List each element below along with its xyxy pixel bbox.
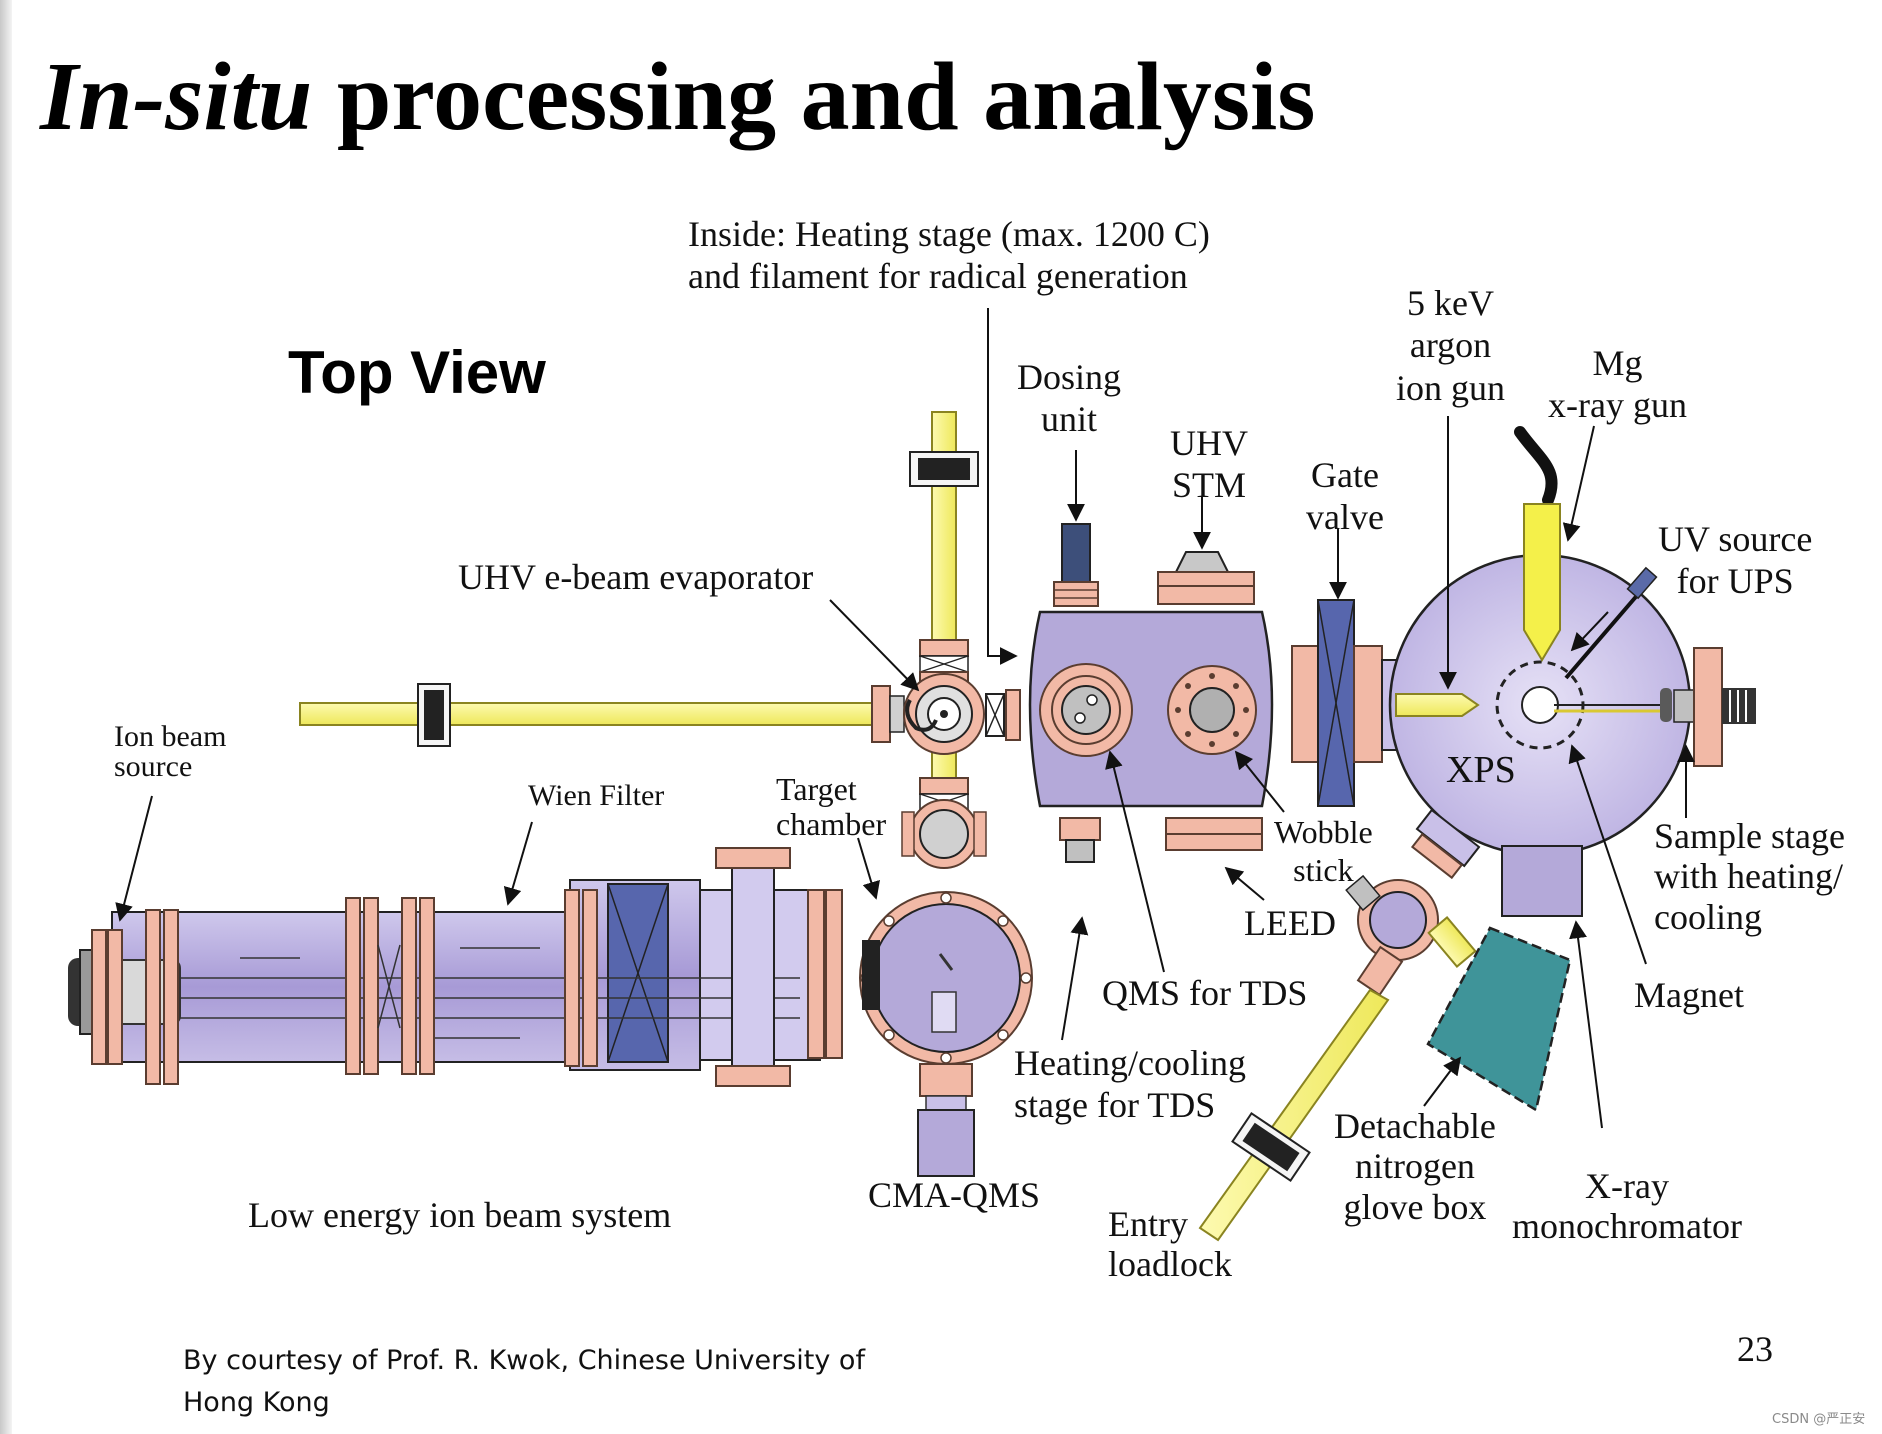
target-chamber	[859, 891, 1033, 1177]
label-inside: Inside: Heating stage (max. 1200 C) and …	[688, 214, 1210, 297]
label-argon-ion-gun: 5 keV argon ion gun	[1396, 283, 1506, 408]
arrow-glove	[1423, 1056, 1462, 1107]
label-heating-cooling: Heating/cooling stage for TDS	[1014, 1043, 1246, 1126]
label-wobble-stick: Wobble stick	[1274, 814, 1373, 888]
label-gate-valve: Gate valve	[1306, 455, 1384, 538]
label-glove-box: Detachable nitrogen glove box	[1334, 1106, 1496, 1227]
label-low-energy-ion-beam: Low energy ion beam system	[248, 1195, 672, 1235]
label-ebeam-evaporator: UHV e-beam evaporator	[458, 557, 814, 597]
arrow-leed	[1224, 866, 1265, 901]
loadlock-cross	[1198, 874, 1572, 1242]
slide-edge-shadow	[0, 0, 12, 1434]
title-italic: In-situ	[40, 43, 313, 151]
glove-box	[1426, 926, 1572, 1112]
label-ion-beam-source: Ion beam source	[114, 720, 227, 783]
label-magnet: Magnet	[1634, 975, 1744, 1015]
label-leed: LEED	[1244, 903, 1336, 943]
wobble-stick-port	[1167, 665, 1257, 755]
uhv-stm	[1157, 551, 1255, 605]
beam-lines	[180, 947, 800, 1039]
ebeam-evaporator	[903, 673, 1021, 755]
cross-piece	[715, 847, 791, 1087]
arrow-target	[857, 837, 880, 900]
slide-title: In-situ processing and analysis	[40, 48, 1315, 146]
label-qms-tds: QMS for TDS	[1102, 973, 1308, 1013]
ion-beam-valve-x	[377, 944, 401, 1029]
gate-valve	[1291, 599, 1383, 807]
main-chamber	[1028, 523, 1274, 863]
arrow-uv	[1570, 611, 1609, 652]
callout-arrows	[115, 308, 1695, 1129]
ion-beam-tube	[111, 911, 573, 1063]
label-target-chamber: Target chamber	[776, 771, 887, 842]
heating-cooling-port	[1059, 817, 1101, 863]
courtesy-credit: By courtesy of Prof. R. Kwok, Chinese Un…	[183, 1345, 865, 1418]
arrow-heating	[1061, 916, 1089, 1041]
title-rest: processing and analysis	[312, 43, 1316, 151]
arrow-inside	[987, 308, 1018, 665]
arrow-ebeam	[829, 599, 920, 692]
arrow-qms	[1105, 750, 1165, 973]
page-number: 23	[1737, 1329, 1773, 1369]
label-entry-loadlock: Entry loadlock	[1108, 1204, 1232, 1285]
leed-port	[1165, 817, 1263, 851]
dosing-unit	[1053, 523, 1099, 607]
label-uhv-stm: UHV STM	[1170, 423, 1248, 506]
view-subtitle: Top View	[288, 339, 546, 406]
label-mg-xray-gun: Mg x-ray gun	[1548, 343, 1687, 426]
csdn-watermark: CSDN @严正安	[1772, 1412, 1866, 1427]
arrow-magnet	[1568, 744, 1647, 965]
arrow-ion-source	[115, 795, 153, 922]
cma-qms-body	[917, 1109, 975, 1177]
entry-loadlock-rod	[1198, 945, 1404, 1242]
label-wien-filter: Wien Filter	[528, 779, 665, 812]
arrow-wobble	[1234, 750, 1285, 813]
arrow-mg	[1562, 425, 1595, 542]
label-xps: XPS	[1446, 749, 1516, 791]
uv-source	[1564, 566, 1658, 680]
xps-chamber	[1381, 426, 1756, 917]
qms-tds-port	[1039, 663, 1133, 757]
arrow-mono	[1569, 920, 1603, 1129]
label-sample-stage: Sample stage with heating/ cooling	[1654, 816, 1845, 937]
magnet-box	[1501, 845, 1583, 917]
wien-filter-crossbox	[607, 883, 669, 1063]
ion-beam-system	[68, 847, 843, 1087]
arrow-wien	[503, 821, 533, 906]
label-cma-qms: CMA-QMS	[868, 1175, 1041, 1215]
horizontal-transfer-rod	[299, 683, 905, 747]
label-uv-source: UV source for UPS	[1658, 519, 1813, 602]
ion-beam-flanges	[91, 889, 843, 1085]
label-xray-monochromator: X-ray monochromator	[1512, 1166, 1742, 1247]
label-dosing-unit: Dosing unit	[1017, 357, 1122, 440]
sample-stage	[1660, 647, 1756, 767]
mg-xray-gun	[1514, 426, 1561, 662]
vertical-manipulator	[901, 411, 987, 869]
